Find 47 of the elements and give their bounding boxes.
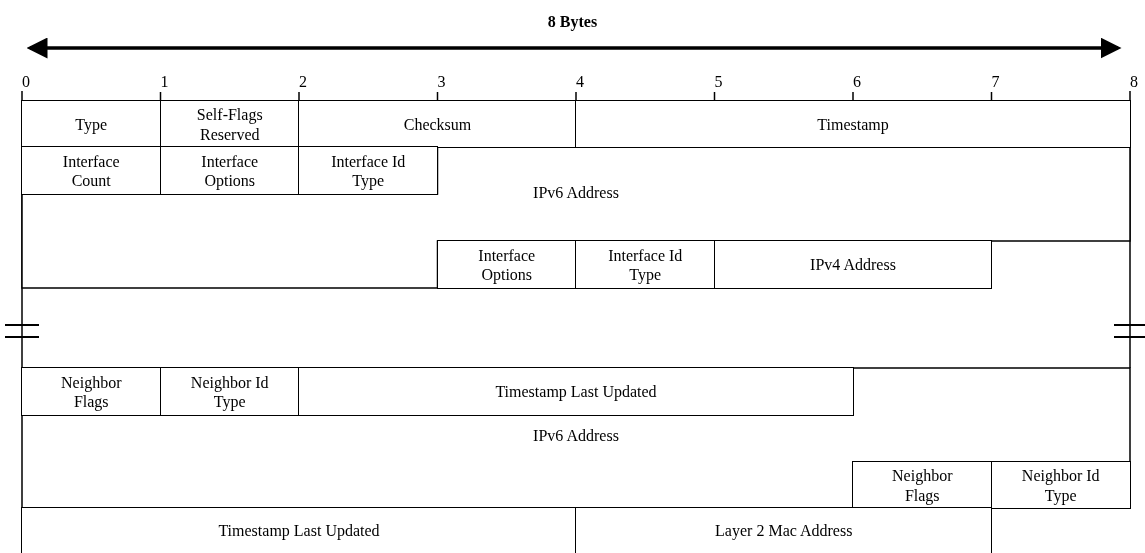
byte-offset: 6 (853, 74, 861, 90)
field-label: IPv6 Address (533, 426, 619, 446)
field-label: Neighbor Flags (891, 466, 954, 505)
field-label: Interface Options (200, 151, 260, 191)
field-label: Neighbor Id Type (1020, 466, 1101, 505)
field-box (298, 146, 439, 195)
byte-offset: 3 (437, 74, 446, 90)
field-label: Timestamp Last Updated (218, 521, 380, 541)
field-label: Neighbor Flags (60, 372, 123, 412)
field-box (436, 240, 577, 289)
field-box (298, 100, 577, 148)
byte-offset: 2 (299, 74, 307, 90)
field-label: Checksum (403, 114, 472, 135)
field-label: Timestamp (817, 114, 889, 135)
field-box (575, 100, 1131, 148)
field-box (990, 461, 1131, 509)
byte-offset: 1 (160, 74, 169, 90)
field-label: IPv6 Address (533, 183, 619, 203)
byte-offset: 4 (576, 74, 584, 90)
field-box (575, 240, 716, 289)
field-box (159, 367, 300, 416)
field-box (852, 461, 993, 509)
field-box (21, 146, 162, 195)
field-label: Layer 2 Mac Address (715, 521, 853, 541)
field-label: Interface Id Type (330, 151, 407, 191)
field-box (575, 507, 993, 553)
field-box (21, 367, 162, 416)
field-box (21, 507, 577, 553)
field-label: Interface Count (61, 151, 121, 191)
field-box (21, 100, 162, 148)
field-region (21, 367, 1131, 509)
field-label: Timestamp Last Updated (495, 382, 657, 402)
field-box (713, 240, 993, 289)
field-label: Type (75, 114, 108, 135)
field-label: IPv4 Address (810, 255, 896, 275)
field-box (159, 146, 300, 195)
field-label: Interface Id Type (607, 245, 684, 285)
size-label: 8 Bytes (547, 12, 598, 33)
byte-offset: 8 (1130, 74, 1138, 90)
field-label: Neighbor Id Type (189, 372, 270, 412)
byte-offset: 0 (22, 74, 30, 90)
field-box (298, 367, 854, 416)
field-label: Interface Options (477, 245, 537, 285)
byte-offset: 5 (714, 74, 723, 90)
field-region (21, 146, 1131, 289)
byte-offset: 7 (991, 74, 1000, 90)
field-label: Self-Flags Reserved (195, 105, 264, 144)
